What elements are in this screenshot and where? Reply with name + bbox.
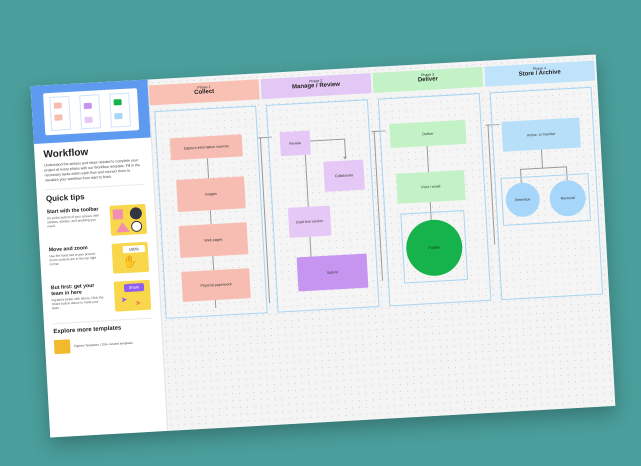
- template-info-panel: Workflow Understand the actions and step…: [30, 79, 169, 438]
- share-badge: Share: [123, 283, 145, 293]
- template-card-title: Figma's Templates | 100+ curated templat…: [74, 340, 133, 349]
- phase-header[interactable]: Phase 4 Store / Archive: [484, 60, 596, 87]
- zoom-badge: 100%: [122, 244, 146, 254]
- phase-store-archive: Phase 4 Store / Archive Active, or Inact…: [484, 60, 608, 317]
- node-web-pages[interactable]: Web pages: [178, 222, 249, 258]
- tip-desc: It's at the bottom of your screen, with …: [46, 213, 100, 229]
- share-illustration: Share ➤ ➤: [113, 279, 152, 312]
- tip-toolbar: Start with the toolbar It's at the botto…: [46, 203, 148, 239]
- explore-templates-heading: Explore more templates: [52, 317, 153, 336]
- phase-collect: Phase 1 Collect Capture information sour…: [148, 79, 273, 335]
- quick-tips-heading: Quick tips: [45, 183, 146, 204]
- node-active-inactive[interactable]: Active, or Inactive: [501, 117, 581, 152]
- phase-header[interactable]: Phase 3 Deliver: [372, 66, 484, 93]
- node-draft-first-version[interactable]: Draft first version: [287, 205, 332, 238]
- tip-desc: FigJam's better with others. Click the S…: [51, 295, 104, 311]
- node-physical-paperwork[interactable]: Physical paperwork: [181, 268, 251, 302]
- arrow-head-icon: [343, 156, 348, 160]
- template-banner: [30, 79, 151, 144]
- template-card[interactable]: Figma's Templates | 100+ curated templat…: [53, 335, 154, 355]
- node-submit[interactable]: Submit: [296, 253, 369, 292]
- phase-deliver: Phase 3 Deliver Deliver Print / email Pu…: [372, 66, 496, 323]
- hand-icon: ✋: [122, 254, 138, 270]
- node-review[interactable]: Review: [279, 130, 311, 157]
- node-deliver[interactable]: Deliver: [389, 119, 467, 149]
- board-canvas[interactable]: Phase 1 Collect Capture information sour…: [148, 54, 616, 431]
- archive-frame: [500, 173, 592, 226]
- tip-share: But first: get your team in here FigJam'…: [51, 279, 152, 315]
- workflow-board-screenshot: Workflow Understand the actions and step…: [30, 54, 616, 438]
- publish-frame: [400, 210, 469, 284]
- node-collaborate[interactable]: Collaborate: [323, 159, 365, 192]
- tip-move-zoom: Move and zoom Use the hand tool to pan a…: [49, 241, 150, 277]
- workflow-thumbnail: [43, 88, 140, 136]
- phase-header[interactable]: Phase 1 Collect: [148, 79, 260, 106]
- zoom-illustration: 100% ✋: [111, 241, 150, 274]
- cursor-icon: ➤: [120, 295, 128, 305]
- tip-desc: Use the hand tool to pan around. Zoom co…: [49, 251, 97, 267]
- sidebar-description: Understand the actions and steps needed …: [43, 158, 141, 183]
- node-print-email[interactable]: Print / email: [396, 170, 466, 204]
- template-thumbnail: [53, 339, 71, 355]
- node-capture-sources[interactable]: Capture information sources: [169, 134, 243, 161]
- phase-manage-review: Phase 2 Manage / Review Review Collabora…: [260, 73, 385, 329]
- toolbar-illustration: [109, 203, 148, 236]
- cursor-icon: ➤: [134, 298, 142, 308]
- node-images[interactable]: Images: [176, 176, 246, 213]
- phase-header[interactable]: Phase 2 Manage / Review: [260, 73, 372, 100]
